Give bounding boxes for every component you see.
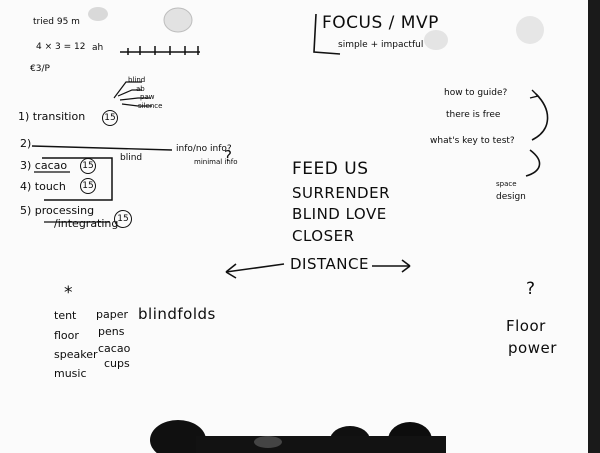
question-arrow-1 (531, 93, 549, 141)
processing-duration: 15 (114, 210, 132, 228)
bottom-object-left (150, 420, 206, 453)
materials-star: * (64, 283, 73, 303)
outcome-design: design (496, 192, 526, 202)
magnet-top-left (88, 7, 108, 21)
item2-line (31, 145, 173, 151)
material-blindfolds: blindfolds (138, 305, 216, 323)
material-tent: tent (54, 309, 77, 322)
outcome-space: space (496, 180, 517, 188)
transition-option-3: paw (140, 93, 155, 101)
cacao-duration: 15 (80, 158, 96, 174)
transition-options-tree (113, 81, 152, 107)
program-item-cacao: 3) cacao (20, 159, 68, 172)
title-focus-mvp: FOCUS / MVP (322, 13, 439, 33)
word-closer: CLOSER (292, 227, 355, 245)
word-feed-us: FEED US (292, 159, 369, 179)
title-bracket (313, 13, 341, 55)
note-price: €3/P (30, 64, 50, 74)
note-calculation-suffix: ah (92, 43, 104, 53)
note-calculation: 4 × 3 = 12 (36, 42, 86, 52)
touch-duration: 15 (80, 178, 96, 194)
bottom-object-glare (254, 436, 282, 448)
material-music: music (54, 367, 87, 380)
question-there-is-free: there is free (446, 110, 501, 120)
distance-arrowhead-left (225, 263, 237, 279)
material-pens: pens (98, 325, 125, 338)
transition-duration: 15 (102, 110, 118, 126)
distance-arrow-left (225, 263, 285, 273)
transition-option-2: ab (136, 85, 145, 93)
word-blind-love: BLIND LOVE (292, 205, 387, 223)
program-item-integrating: /integrating (54, 217, 119, 230)
material-speaker: speaker (54, 348, 98, 361)
board-edge-right (588, 0, 600, 453)
magnet-top-right (516, 16, 544, 44)
schedule-timeline (120, 46, 200, 55)
note-tried: tried 95 m (33, 17, 80, 27)
info-question: info/no info? (176, 144, 232, 154)
question-whats-key: what's key to test? (430, 136, 515, 146)
floor-power-question-mark: ? (526, 279, 536, 299)
bottom-tray (196, 436, 446, 453)
transition-option-1: blind (128, 76, 146, 84)
word-distance: DISTANCE (290, 255, 369, 273)
info-question-mark: ? (224, 147, 233, 165)
note-power: power (508, 339, 557, 357)
title-subtitle: simple + impactful (338, 40, 424, 50)
program-item-2: 2) (20, 137, 32, 150)
cacao-touch-bracket (42, 157, 113, 201)
program-item-processing: 5) processing (20, 204, 95, 217)
word-surrender: SURRENDER (292, 184, 390, 202)
question-arrow-head (529, 89, 540, 99)
magnet-top-center (163, 7, 193, 33)
distance-arrowhead-right (401, 259, 411, 273)
magnet-title (424, 30, 448, 50)
question-arrow-2 (525, 149, 541, 177)
program-item-touch: 4) touch (20, 180, 66, 193)
program-item-transition: 1) transition (18, 110, 86, 123)
material-floor: floor (54, 329, 79, 342)
bracket-label-blind: blind (120, 153, 143, 163)
note-floor: Floor (506, 317, 546, 335)
transition-option-4: silence (138, 102, 163, 110)
question-how-to-guide: how to guide? (444, 88, 508, 98)
info-question-sub: minimal info (194, 158, 238, 166)
material-cups: cups (104, 357, 130, 370)
material-paper: paper (96, 308, 128, 321)
material-cacao: cacao (98, 342, 131, 355)
